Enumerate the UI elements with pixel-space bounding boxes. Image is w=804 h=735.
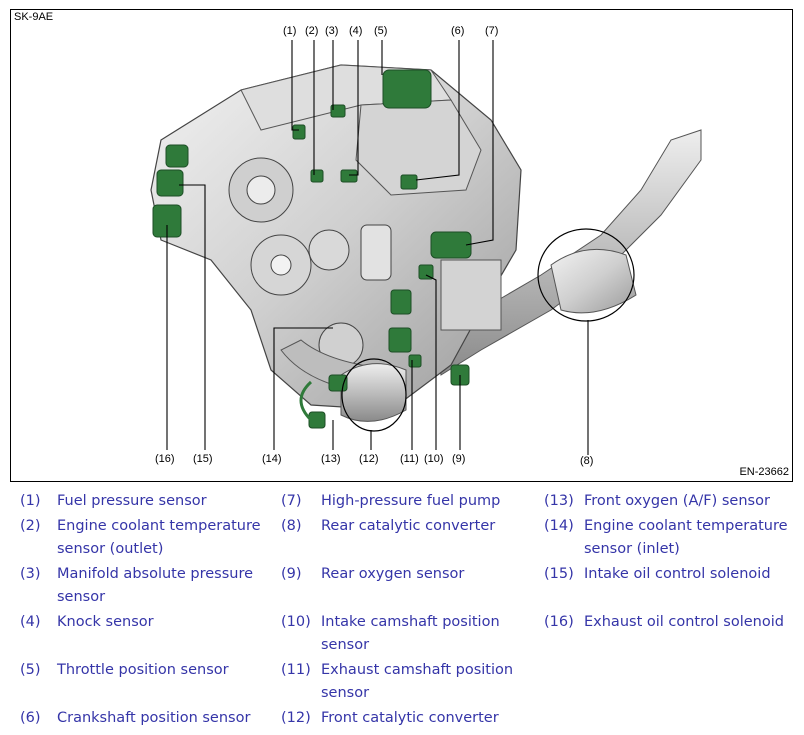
figure-ref-label: EN-23662 [739, 466, 789, 478]
legend-label: High-pressure fuel pump [321, 493, 501, 509]
legend-number: (12) [281, 710, 311, 726]
legend-number: (14) [544, 518, 574, 534]
legend-number: (2) [20, 518, 41, 534]
legend-number: (7) [281, 493, 302, 509]
callout-16: (16) [155, 453, 175, 465]
callout-8: (8) [580, 455, 594, 467]
callout-2: (2) [305, 25, 319, 37]
legend-number: (11) [281, 662, 311, 678]
legend-label: Intake oil control solenoid [584, 566, 771, 582]
legend-label: Exhaust camshaft position sensor [321, 662, 514, 701]
legend-number: (15) [544, 566, 574, 582]
callout-3: (3) [325, 25, 339, 37]
legend-number: (13) [544, 493, 574, 509]
engine-illustration [150, 40, 702, 455]
callout-6: (6) [451, 25, 465, 37]
legend-label: Exhaust oil control solenoid [584, 614, 784, 630]
rear-catalytic-circle [537, 228, 635, 322]
callout-7: (7) [485, 25, 499, 37]
legend-label: Engine coolant temperature sensor (inlet… [584, 518, 788, 557]
callout-14: (14) [262, 453, 282, 465]
legend-number: (5) [20, 662, 41, 678]
callout-10: (10) [424, 453, 444, 465]
figure-id-label: SK-9AE [14, 11, 54, 23]
front-catalytic-circle [341, 358, 407, 432]
legend-number: (8) [281, 518, 302, 534]
callout-1: (1) [283, 25, 297, 37]
callout-5: (5) [374, 25, 388, 37]
legend-label: Front oxygen (A/F) sensor [584, 493, 770, 509]
legend-label: Manifold absolute pressure sensor [57, 566, 254, 605]
engine-block [150, 64, 522, 422]
leader-lines [166, 40, 589, 455]
callout-11: (11) [400, 453, 419, 465]
callout-13: (13) [321, 453, 341, 465]
legend-number: (3) [20, 566, 41, 582]
legend-number: (4) [20, 614, 41, 630]
legend-number: (9) [281, 566, 302, 582]
legend: (1) Fuel pressure sensor (2) Engine cool… [0, 490, 804, 735]
legend-label: Throttle position sensor [57, 662, 229, 678]
legend-number: (6) [20, 710, 41, 726]
callout-4: (4) [349, 25, 363, 37]
legend-number: (10) [281, 614, 311, 630]
legend-label: Front catalytic converter [321, 710, 499, 726]
legend-number: (16) [544, 614, 574, 630]
legend-number: (1) [20, 493, 41, 509]
legend-label: Crankshaft position sensor [57, 710, 251, 726]
legend-label: Rear catalytic converter [321, 518, 496, 534]
legend-label: Intake camshaft position sensor [321, 614, 500, 653]
legend-label: Engine coolant temperature sensor (outle… [57, 518, 261, 557]
legend-label: Fuel pressure sensor [57, 493, 207, 509]
callout-12: (12) [359, 453, 379, 465]
legend-label: Knock sensor [57, 614, 154, 630]
legend-label: Rear oxygen sensor [321, 566, 465, 582]
callout-15: (15) [193, 453, 213, 465]
engine-diagram: SK-9AE EN-23662 (1) (2) (3) (4) (5) (6) … [10, 9, 793, 482]
callout-9: (9) [452, 453, 466, 465]
